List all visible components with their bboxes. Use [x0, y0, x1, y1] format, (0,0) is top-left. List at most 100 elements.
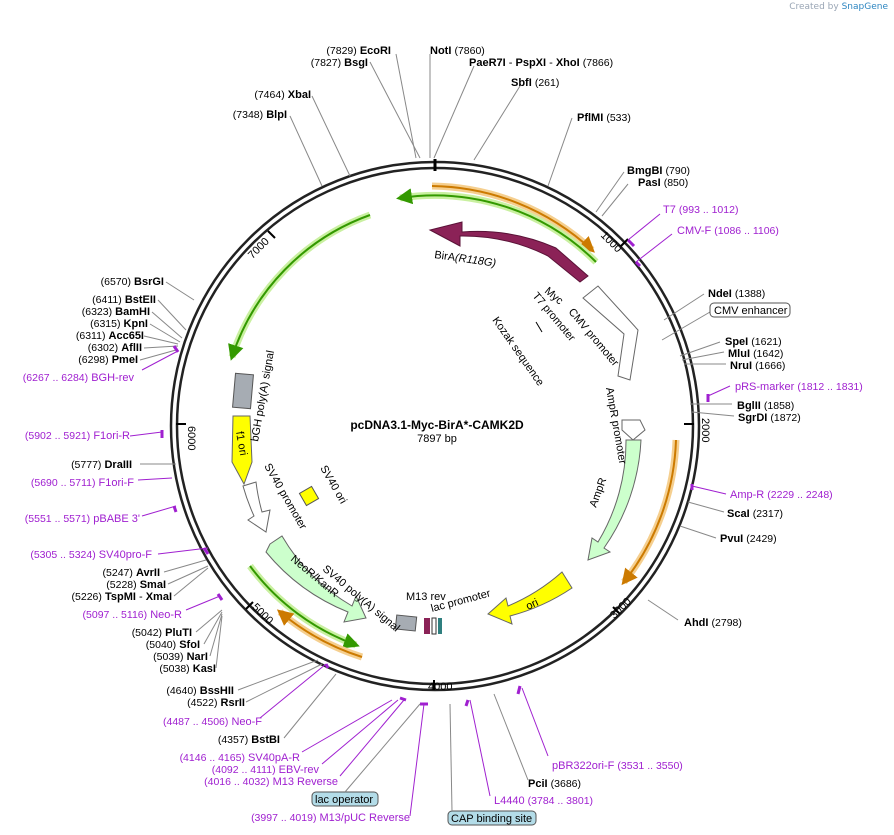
leader-bsgi [369, 61, 421, 159]
enzyme-spei[interactable]: SpeI (1621) [725, 336, 782, 348]
enzyme-bsrgi[interactable]: (6570) BsrGI [101, 276, 164, 288]
cmv-enhancer-box[interactable] [709, 302, 791, 318]
neor-feature[interactable] [265, 535, 367, 623]
enzyme-ndei[interactable]: NdeI (1388) [708, 288, 765, 300]
leader-pbr [521, 687, 549, 757]
leader-pcii [493, 693, 529, 781]
leader-m13rev [339, 699, 405, 777]
bgh-polya-feature[interactable] [232, 372, 254, 410]
enzyme-paer7i[interactable]: PaeR7I - PspXI - XhoI (7866) [469, 57, 613, 69]
enzyme-avrii[interactable]: (5247) AvrII [103, 567, 160, 579]
nrui-name: NruI [730, 360, 752, 372]
enzyme-tspmi[interactable]: (5226) TspMI - XmaI [72, 591, 172, 603]
enzyme-pmei[interactable]: (6298) PmeI [78, 354, 138, 366]
primer-prs[interactable]: pRS-marker (1812 .. 1831) [735, 381, 863, 393]
ori-label: ori [524, 597, 540, 613]
primer-pbr[interactable]: pBR322ori-F (3531 .. 3550) [552, 760, 683, 772]
enzyme-noti[interactable]: NotI (7860) [430, 45, 485, 57]
enzyme-kasi[interactable]: (5038) KasI [159, 663, 216, 675]
bamhi-pos: (6323) [82, 306, 112, 318]
enzyme-blpi[interactable]: (7348) BlpI [233, 109, 287, 121]
primer-neor[interactable]: (5097 .. 5116) Neo-R [83, 609, 183, 621]
acc65i-name: Acc65I [109, 330, 144, 342]
cap-site-box[interactable] [447, 810, 537, 826]
enzyme-bstbi[interactable]: (4357) BstBI [218, 734, 280, 746]
primer-m13rev[interactable]: (4016 .. 4032) M13 Reverse [204, 776, 338, 788]
enzyme-pcii[interactable]: PciI (3686) [528, 778, 581, 790]
ori-feature[interactable] [487, 571, 573, 625]
enzyme-bsgi[interactable]: (7827) BsgI [311, 57, 368, 69]
primer-cmvf[interactable]: CMV-F (1086 .. 1106) [677, 225, 779, 237]
leader-bstbi [283, 673, 337, 739]
enzyme-pflmi[interactable]: PflMI (533) [577, 112, 631, 124]
primer-m13puc[interactable]: (3997 .. 4019) M13/pUC Reverse [251, 812, 410, 824]
enzyme-sgrdi[interactable]: SgrDI (1872) [738, 412, 801, 424]
leader-prs [707, 385, 731, 397]
sv40pa-range: (4146 .. 4165) [180, 752, 245, 764]
leader-sv40pa [301, 699, 393, 753]
enzyme-pasi[interactable]: PasI (850) [638, 177, 688, 189]
primer-ebv[interactable]: (4092 .. 4111) EBV-rev [212, 764, 320, 776]
enzyme-scai[interactable]: ScaI (2317) [727, 508, 783, 520]
enzyme-nari[interactable]: (5039) NarI [153, 651, 208, 663]
cmv-promoter-feature[interactable] [582, 285, 639, 381]
f1orif-name: F1ori-F [99, 477, 135, 489]
m13-rev-feature[interactable] [394, 614, 418, 632]
enzyme-sfoi[interactable]: (5040) SfoI [146, 639, 200, 651]
enzyme-ahdi[interactable]: AhdI (2798) [684, 617, 742, 629]
sv40-promoter-feature[interactable] [242, 481, 271, 533]
enzyme-pvui[interactable]: PvuI (2429) [720, 533, 777, 545]
primer-sv40pro[interactable]: (5305 .. 5324) SV40pro-F [30, 549, 152, 561]
primer-sv40pa[interactable]: (4146 .. 4165) SV40pA-R [180, 752, 300, 764]
primer-pbabe[interactable]: (5551 .. 5571) pBABE 3' [25, 513, 140, 525]
blpi-pos: (7348) [233, 109, 263, 121]
f1-ori-feature[interactable] [231, 415, 253, 486]
xbai-name: XbaI [288, 89, 311, 101]
primer-f1orif[interactable]: (5690 .. 5711) F1ori-F [31, 477, 134, 489]
mlui-pos: (1642) [753, 348, 783, 360]
acc65i-pos: (6311) [76, 330, 106, 342]
leader-ahdi [647, 599, 679, 621]
f1orif-range: (5690 .. 5711) [31, 477, 96, 489]
sv40pa-name: SV40pA-R [248, 752, 300, 764]
ampr-promoter-feature[interactable] [621, 419, 646, 441]
primer-ampr[interactable]: Amp-R (2229 .. 2248) [730, 489, 833, 501]
ampr-feature[interactable] [587, 439, 642, 561]
enzyme-pluti[interactable]: (5042) PluTI [132, 627, 192, 639]
lac-promoter-mark-3 [438, 618, 442, 634]
m13rev-range: (4016 .. 4032) [204, 776, 269, 788]
enzyme-mlui[interactable]: MluI (1642) [728, 348, 783, 360]
sv40-ori-feature[interactable] [298, 485, 320, 507]
enzyme-bsshii[interactable]: (4640) BssHII [166, 685, 234, 697]
enzyme-kpni[interactable]: (6315) KpnI [90, 318, 148, 330]
enzyme-aflii[interactable]: (6302) AflII [88, 342, 142, 354]
primer-f1orir[interactable]: (5902 .. 5921) F1ori-R [25, 430, 130, 442]
bira-feature[interactable] [428, 221, 589, 283]
plasmid-size: 7897 bp [417, 433, 457, 445]
primer-t7[interactable]: T7 (993 .. 1012) [663, 204, 738, 216]
f1orir-name: F1ori-R [93, 430, 130, 442]
enzyme-sbfi[interactable]: SbfI (261) [511, 77, 559, 89]
leader-scai [687, 501, 725, 513]
enzyme-acc65i[interactable]: (6311) Acc65I [76, 330, 144, 342]
enzyme-nrui[interactable]: NruI (1666) [730, 360, 785, 372]
enzyme-bglii[interactable]: BglII (1858) [737, 400, 794, 412]
leader-ampr [691, 485, 727, 495]
bglii-name: BglII [737, 400, 761, 412]
enzyme-draiii[interactable]: (5777) DraIII [71, 459, 132, 471]
lac-operator-label: lac operator [315, 794, 373, 806]
enzyme-bamhi[interactable]: (6323) BamHI [82, 306, 150, 318]
enzyme-ecori[interactable]: (7829) EcoRI [326, 45, 391, 57]
primer-l4440[interactable]: L4440 (3784 .. 3801) [494, 795, 593, 807]
enzyme-bsteii[interactable]: (6411) BstEII [92, 294, 156, 306]
enzyme-rsrii[interactable]: (4522) RsrII [187, 697, 245, 709]
enzyme-xbai[interactable]: (7464) XbaI [254, 89, 311, 101]
bgh-name: BGH-rev [91, 372, 134, 384]
marker-sv40pro [202, 547, 210, 555]
primer-neof[interactable]: (4487 .. 4506) Neo-F [163, 716, 262, 728]
primer-bgh[interactable]: (6267 .. 6284) BGH-rev [23, 372, 135, 384]
enzyme-smai[interactable]: (5228) SmaI [106, 579, 166, 591]
leader-neof [259, 663, 327, 719]
enzyme-bmgbi[interactable]: BmgBI (790) [627, 165, 690, 177]
bira-mutation: (R118G) [454, 252, 497, 270]
